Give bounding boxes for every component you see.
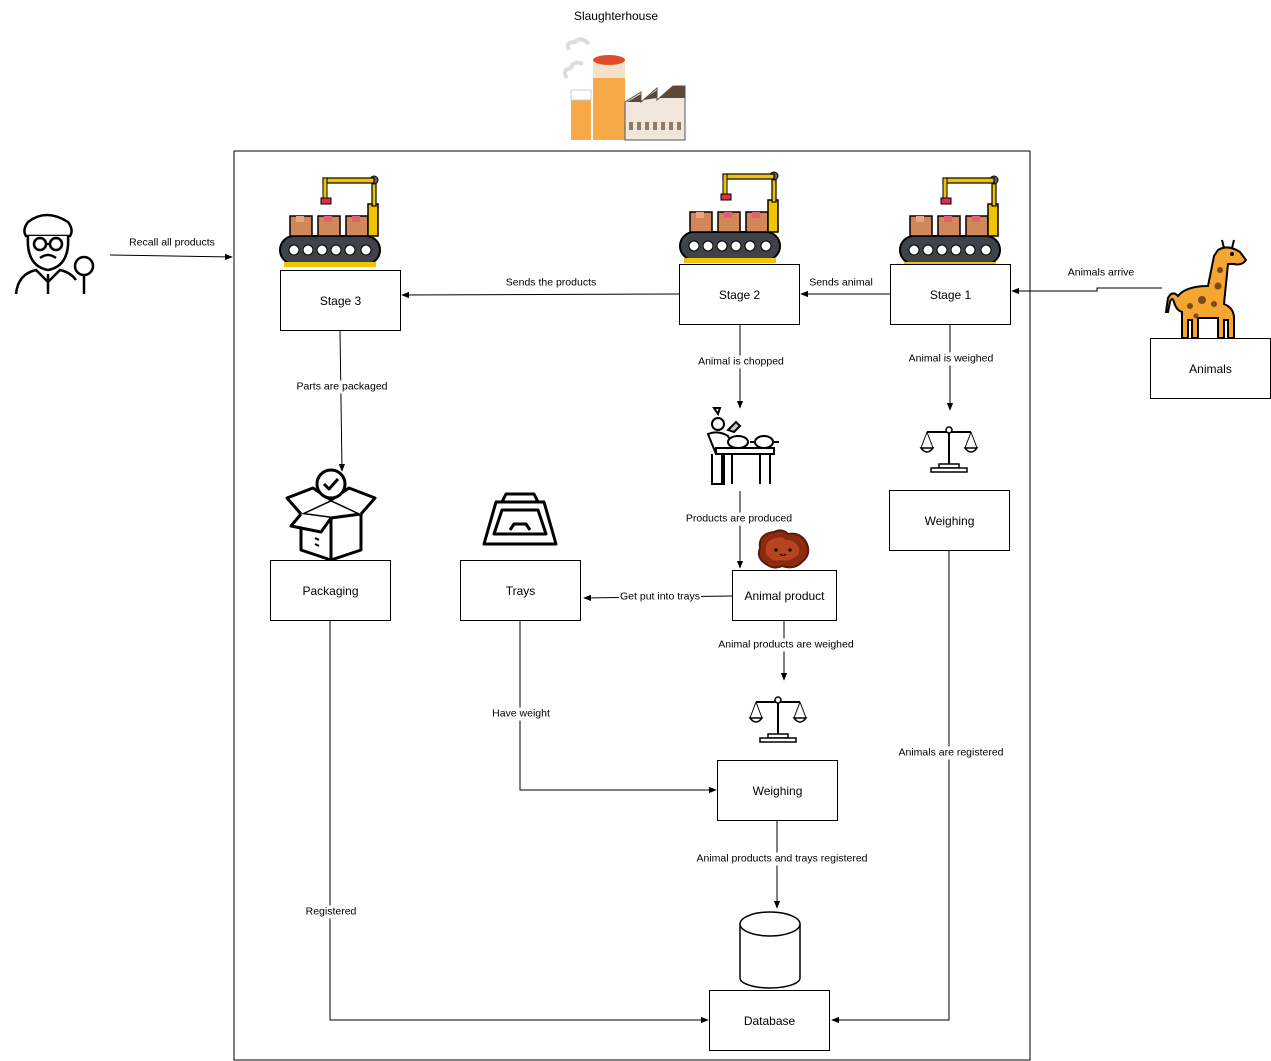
- open-box-icon: [285, 468, 377, 562]
- edge-parts-packaged: [338, 329, 346, 472]
- node-packaging[interactable]: Packaging: [270, 560, 391, 621]
- database-cylinder-icon: [739, 911, 801, 989]
- label-have-weight: Have weight: [491, 707, 551, 721]
- tray-icon: [482, 492, 558, 546]
- label-products-produced: Products are produced: [684, 512, 794, 526]
- label-products-trays-registered: Animal products and trays registered: [695, 852, 869, 866]
- node-database[interactable]: Database: [709, 990, 830, 1051]
- label-animal-chopped: Animal is chopped: [697, 355, 785, 369]
- label-sends-products: Sends the products: [504, 276, 598, 290]
- giraffe-icon: [1164, 239, 1248, 339]
- label-sends-animal: Sends animal: [808, 276, 874, 290]
- node-stage-1[interactable]: Stage 1: [890, 264, 1011, 325]
- label-products-weighed: Animal products are weighed: [717, 638, 855, 652]
- node-weighing-products[interactable]: Weighing: [717, 760, 838, 821]
- label-animals-arrive: Animals arrive: [1066, 266, 1136, 280]
- node-trays[interactable]: Trays: [460, 560, 581, 621]
- label-put-into-trays: Get put into trays: [619, 590, 701, 604]
- node-stage-2[interactable]: Stage 2: [679, 264, 800, 325]
- butcher-icon: [706, 407, 779, 485]
- scale-icon: [920, 426, 978, 473]
- scale-icon: [749, 696, 807, 743]
- inspector-icon: [14, 213, 95, 295]
- label-animal-weighed: Animal is weighed: [907, 352, 995, 366]
- node-animal-product[interactable]: Animal product: [732, 570, 837, 621]
- conveyor-robot-icon: [279, 175, 381, 268]
- edge-registered: [329, 620, 709, 1024]
- edge-recall: [109, 253, 233, 261]
- node-weighing-animals[interactable]: Weighing: [889, 490, 1010, 551]
- node-animals[interactable]: Animals: [1150, 338, 1271, 399]
- edge-have-weight: [519, 620, 717, 794]
- label-animals-registered: Animals are registered: [897, 746, 1005, 760]
- node-stage-3[interactable]: Stage 3: [280, 270, 401, 331]
- edge-animals-arrive: [1011, 287, 1162, 295]
- factory-icon: [562, 37, 686, 141]
- label-registered: Registered: [304, 905, 358, 919]
- diagram-title: Slaughterhouse: [573, 9, 659, 23]
- conveyor-robot-icon: [679, 171, 781, 264]
- edge-animals-registered: [831, 550, 950, 1024]
- conveyor-robot-icon: [899, 175, 1001, 268]
- label-recall: Recall all products: [128, 236, 216, 250]
- edge-sends-products: [401, 291, 680, 299]
- label-parts-packaged: Parts are packaged: [295, 380, 389, 394]
- meat-icon: [757, 529, 810, 569]
- slaughterhouse-container: [233, 150, 1031, 1061]
